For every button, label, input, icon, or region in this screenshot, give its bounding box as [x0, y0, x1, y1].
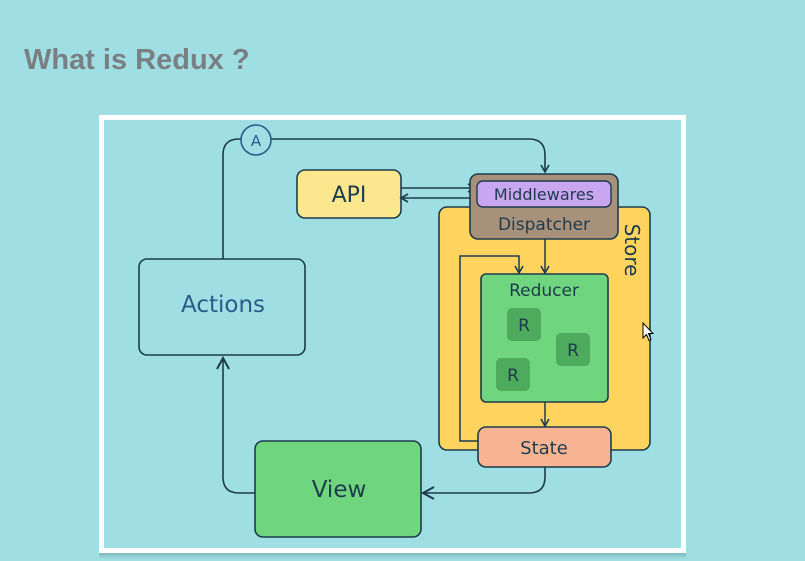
svg-text:R: R	[567, 341, 579, 361]
reducer-item-2: R	[556, 333, 590, 366]
mouse-cursor-icon	[642, 321, 655, 346]
state-label: State	[520, 438, 568, 459]
dispatcher-node: Middlewares Dispatcher	[469, 173, 619, 240]
reducer-item-3: R	[496, 358, 530, 391]
actions-node: Actions	[138, 258, 306, 356]
view-to-actions-arrow	[216, 355, 255, 494]
a-to-middlewares-arrow	[271, 138, 550, 174]
actions-label: Actions	[181, 292, 265, 318]
dispatcher-label: Dispatcher	[498, 215, 590, 235]
state-node: State	[477, 426, 612, 468]
state-to-reducer-loop	[459, 255, 524, 442]
connector-a-badge: A	[240, 124, 272, 156]
slide-title: What is Redux ?	[24, 44, 250, 76]
reducer-label: Reducer	[509, 281, 579, 301]
middlewares-node	[476, 180, 612, 208]
reducer-item-1: R	[507, 308, 541, 341]
frame-bottom-shadow	[99, 553, 686, 559]
connector-a-label: A	[251, 132, 262, 150]
redux-diagram: A Store API Middlewares Dispatcher	[99, 115, 686, 553]
reducer-node: Reducer R R R	[480, 273, 609, 403]
view-node: View	[254, 440, 422, 538]
state-to-view-arrow	[420, 467, 546, 500]
middlewares-label: Middlewares	[494, 185, 594, 204]
svg-text:R: R	[518, 316, 530, 336]
store-label: Store	[620, 224, 644, 277]
view-label: View	[312, 477, 367, 503]
svg-text:R: R	[507, 366, 519, 386]
api-node: API	[296, 169, 402, 219]
api-label: API	[332, 183, 367, 208]
actions-to-middlewares-connector	[222, 138, 241, 259]
